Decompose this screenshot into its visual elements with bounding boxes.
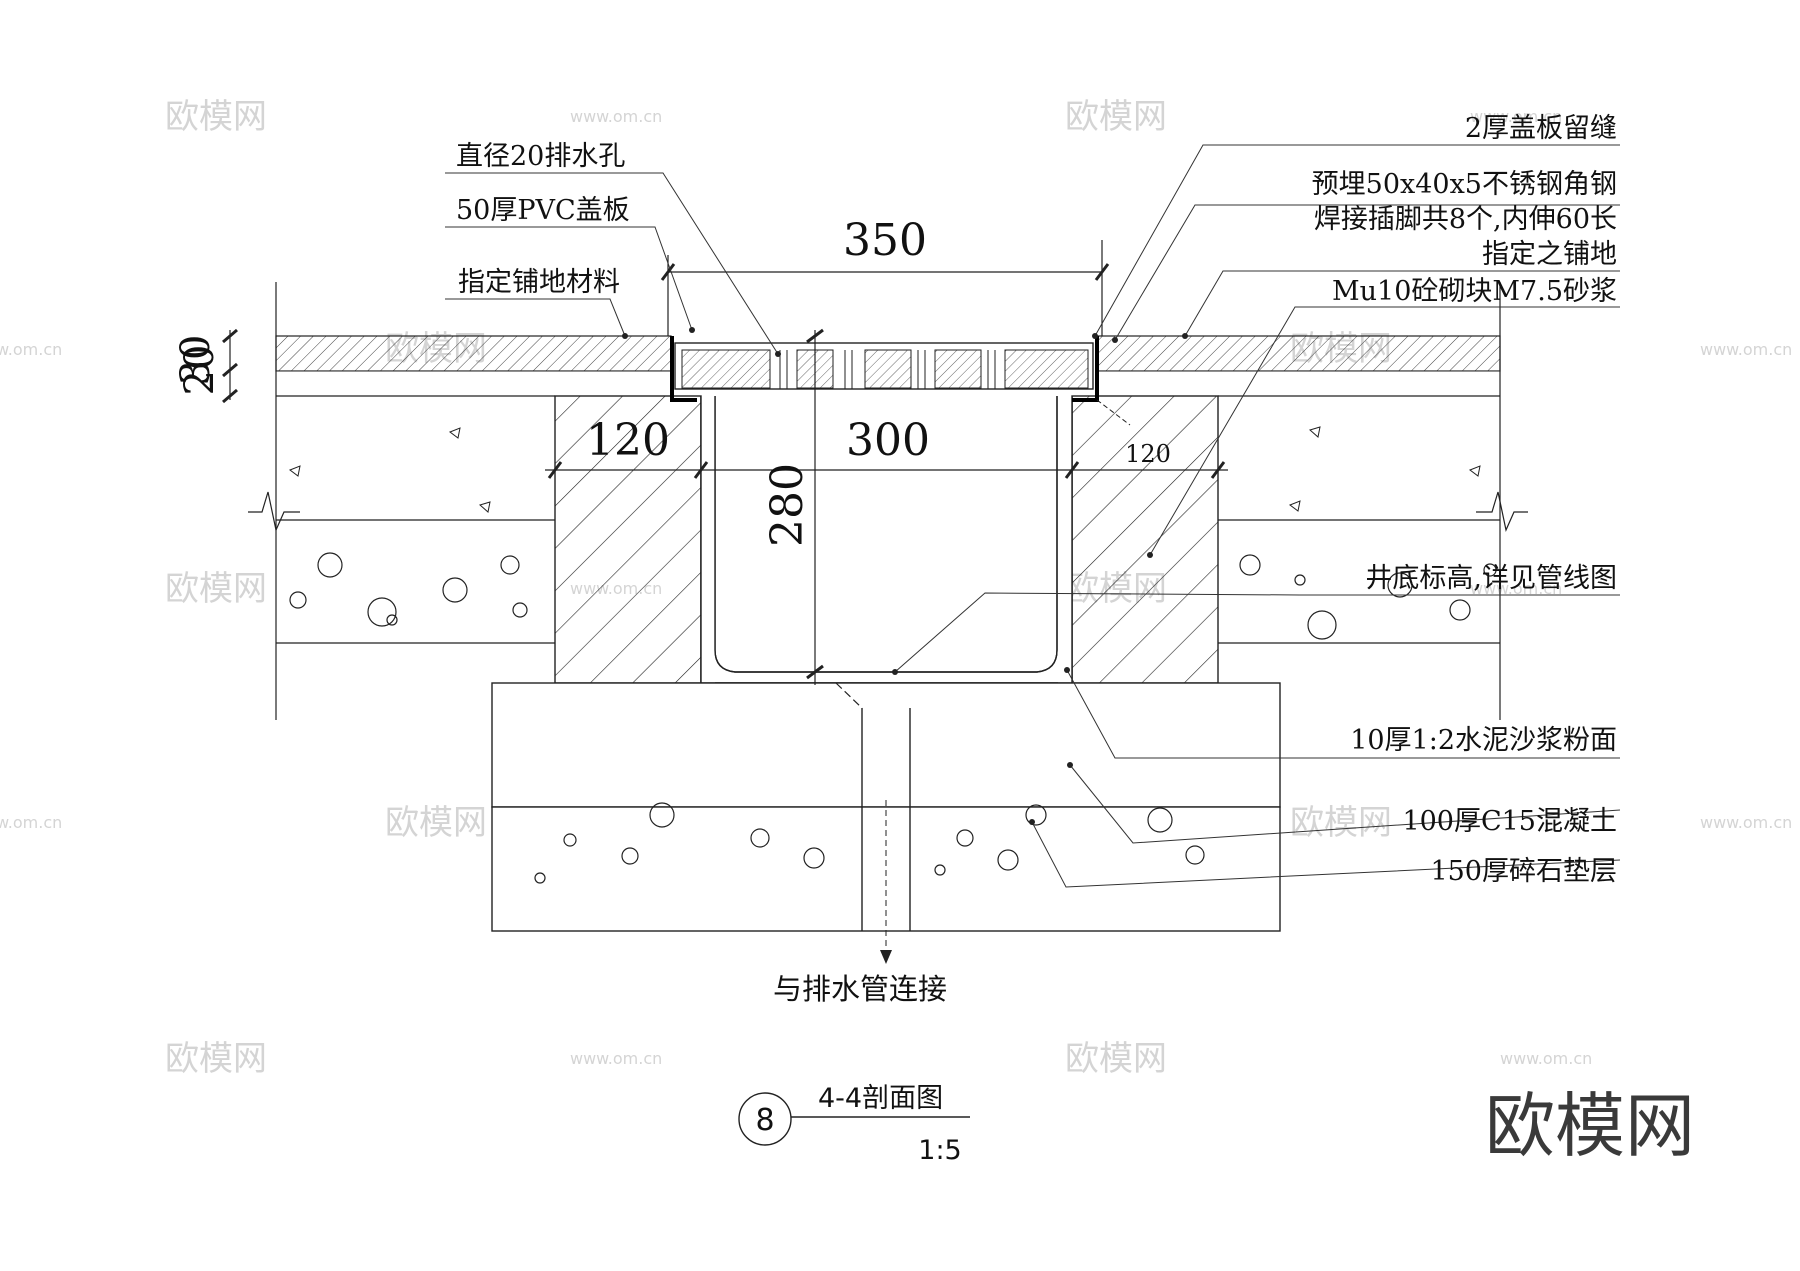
concrete-base <box>491 682 1281 808</box>
label-drain-hole: 直径20排水孔 <box>456 141 625 172</box>
title-number-circle <box>738 1092 792 1146</box>
dimension-left-30: 30 <box>173 335 219 386</box>
watermark-url: www.om.cn <box>1500 1049 1592 1068</box>
dimension-left-20: 20 <box>177 345 223 396</box>
label-pvc-cover: 50厚PVC盖板 <box>456 195 630 226</box>
watermark-brand: 欧模网 <box>1065 1039 1167 1079</box>
foundation <box>491 682 1281 964</box>
bedding-right <box>1095 370 1501 397</box>
leader-lines <box>445 144 1621 888</box>
watermark-url: www.om.cn <box>1470 579 1562 598</box>
label-angle-steel-2: 焊接插脚共8个,内伸60长 <box>1314 204 1617 235</box>
leader-dots <box>622 327 1188 825</box>
watermark-url: www.om.cn <box>1470 107 1562 126</box>
watermark-url: www.om.cn <box>570 1049 662 1068</box>
brand-logo: 欧模网 <box>1485 1085 1695 1167</box>
title-name: 4-4剖面图 <box>818 1083 943 1114</box>
drain-walls <box>554 395 1219 684</box>
watermark-url: www.om.cn <box>570 107 662 126</box>
watermark-url: www.om.cn <box>0 813 62 832</box>
bedding-left <box>275 370 672 397</box>
ground-layer <box>248 282 1528 720</box>
label-masonry: Mu10砼砌块M7.5砂浆 <box>1332 276 1617 307</box>
dimension-lines <box>222 240 1228 685</box>
label-concrete: 100厚C15混凝土 <box>1402 806 1617 837</box>
wall-right <box>1071 395 1219 684</box>
watermark-url: www.om.cn <box>1700 340 1792 359</box>
label-floor-material: 指定铺地材料 <box>458 267 620 298</box>
watermark-brand: 欧模网 <box>1290 803 1392 843</box>
title-block: 8 4-4剖面图 1:5 <box>738 1083 970 1166</box>
dimension-120-small: 120 <box>1125 440 1171 468</box>
dimension-350: 350 <box>843 215 927 266</box>
label-pipe-connection: 与排水管连接 <box>773 972 947 1006</box>
paving-layer <box>275 335 1501 397</box>
watermark-brand: 欧模网 <box>165 569 267 609</box>
label-well-bottom: 井底标高,详见管线图 <box>1365 563 1617 594</box>
callout-labels: 直径20排水孔 50厚PVC盖板 指定铺地材料 2厚盖板留缝 预埋50x40x5… <box>456 113 1617 1006</box>
title-number: 8 <box>755 1103 774 1138</box>
flow-arrow-icon <box>880 950 892 964</box>
title-scale: 1:5 <box>918 1135 961 1166</box>
label-angle-steel-1: 预埋50x40x5不锈钢角钢 <box>1312 169 1617 200</box>
gravel-symbols <box>289 552 1497 640</box>
wall-left <box>554 395 702 684</box>
watermark-url: www.om.cn <box>0 340 62 359</box>
dimension-280: 280 <box>762 463 813 547</box>
watermark-brand: 欧模网 <box>165 1039 267 1079</box>
dimension-300: 300 <box>846 415 930 466</box>
watermark-brand: 欧模网 <box>165 97 267 137</box>
label-cover-gap: 2厚盖板留缝 <box>1465 113 1617 144</box>
watermark-brand: 欧模网 <box>385 803 487 843</box>
dimension-120: 120 <box>586 415 670 466</box>
paving-left <box>275 335 672 372</box>
watermark-url: www.om.cn <box>1700 813 1792 832</box>
label-mortar: 10厚1:2水泥沙浆粉面 <box>1350 725 1617 756</box>
pvc-cover <box>670 336 1131 426</box>
paving-right <box>1095 335 1501 372</box>
label-designated-paving: 指定之铺地 <box>1482 239 1617 270</box>
watermark-brand: 欧模网 <box>1065 97 1167 137</box>
label-gravel: 150厚碎石垫层 <box>1430 856 1617 887</box>
